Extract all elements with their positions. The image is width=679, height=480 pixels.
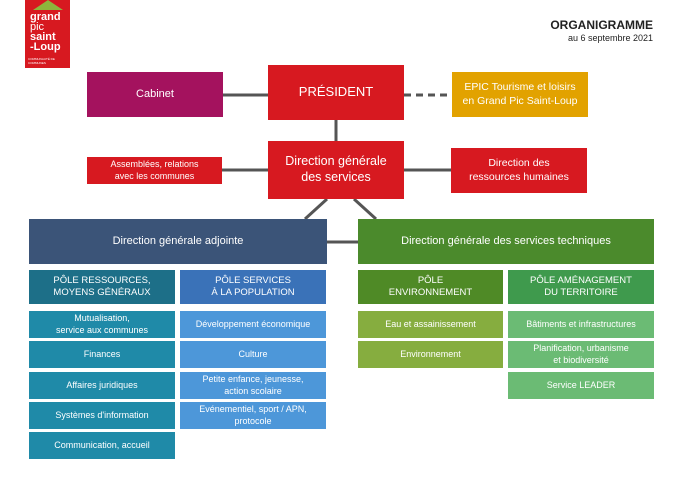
item-systemes-information: Systèmes d'information: [29, 402, 175, 429]
president-box: PRÉSIDENT: [268, 65, 404, 120]
pole-amenagement-header: PÔLE AMÉNAGEMENT DU TERRITOIRE: [508, 270, 654, 304]
item-mutualisation: Mutualisation, service aux communes: [29, 311, 175, 338]
item-communication-accueil: Communication, accueil: [29, 432, 175, 459]
logo: grand pic saint -Loup COMMUNAUTÉ DE COMM…: [25, 0, 70, 68]
epic-box: EPIC Tourisme et loisirs en Grand Pic Sa…: [452, 72, 588, 117]
logo-line-2: pic: [30, 21, 45, 33]
assemblees-box: Assemblées, relations avec les communes: [87, 157, 222, 184]
item-evenementiel: Evénementiel, sport / APN, protocole: [180, 402, 326, 429]
dgst-box: Direction générale des services techniqu…: [358, 219, 654, 264]
logo-line-1: grand: [30, 11, 61, 23]
item-affaires-juridiques: Affaires juridiques: [29, 372, 175, 399]
item-service-leader: Service LEADER: [508, 372, 654, 399]
logo-line-3: saint: [30, 31, 56, 43]
page-title: ORGANIGRAMME: [550, 18, 653, 32]
item-eau-assainissement: Eau et assainissement: [358, 311, 503, 338]
item-finances: Finances: [29, 341, 175, 368]
pole-environnement-header: PÔLE ENVIRONNEMENT: [358, 270, 503, 304]
cabinet-box: Cabinet: [87, 72, 223, 117]
dgs-box: Direction générale des services: [268, 141, 404, 199]
item-petite-enfance: Petite enfance, jeunesse, action scolair…: [180, 372, 326, 399]
page-date: au 6 septembre 2021: [567, 33, 653, 43]
item-environnement: Environnement: [358, 341, 503, 368]
item-culture: Culture: [180, 341, 326, 368]
logo-tagline: COMMUNAUTÉ DE COMMUNES: [28, 57, 55, 65]
logo-line-4: -Loup: [30, 41, 61, 53]
mountain-icon: [33, 0, 63, 10]
pole-ressources-header: PÔLE RESSOURCES, MOYENS GÉNÉRAUX: [29, 270, 175, 304]
item-developpement-economique: Développement économique: [180, 311, 326, 338]
dga-box: Direction générale adjointe: [29, 219, 327, 264]
item-planification: Planification, urbanisme et biodiversité: [508, 341, 654, 368]
pole-population-header: PÔLE SERVICES À LA POPULATION: [180, 270, 326, 304]
item-batiments-infrastructures: Bâtiments et infrastructures: [508, 311, 654, 338]
drh-box: Direction des ressources humaines: [451, 148, 587, 193]
